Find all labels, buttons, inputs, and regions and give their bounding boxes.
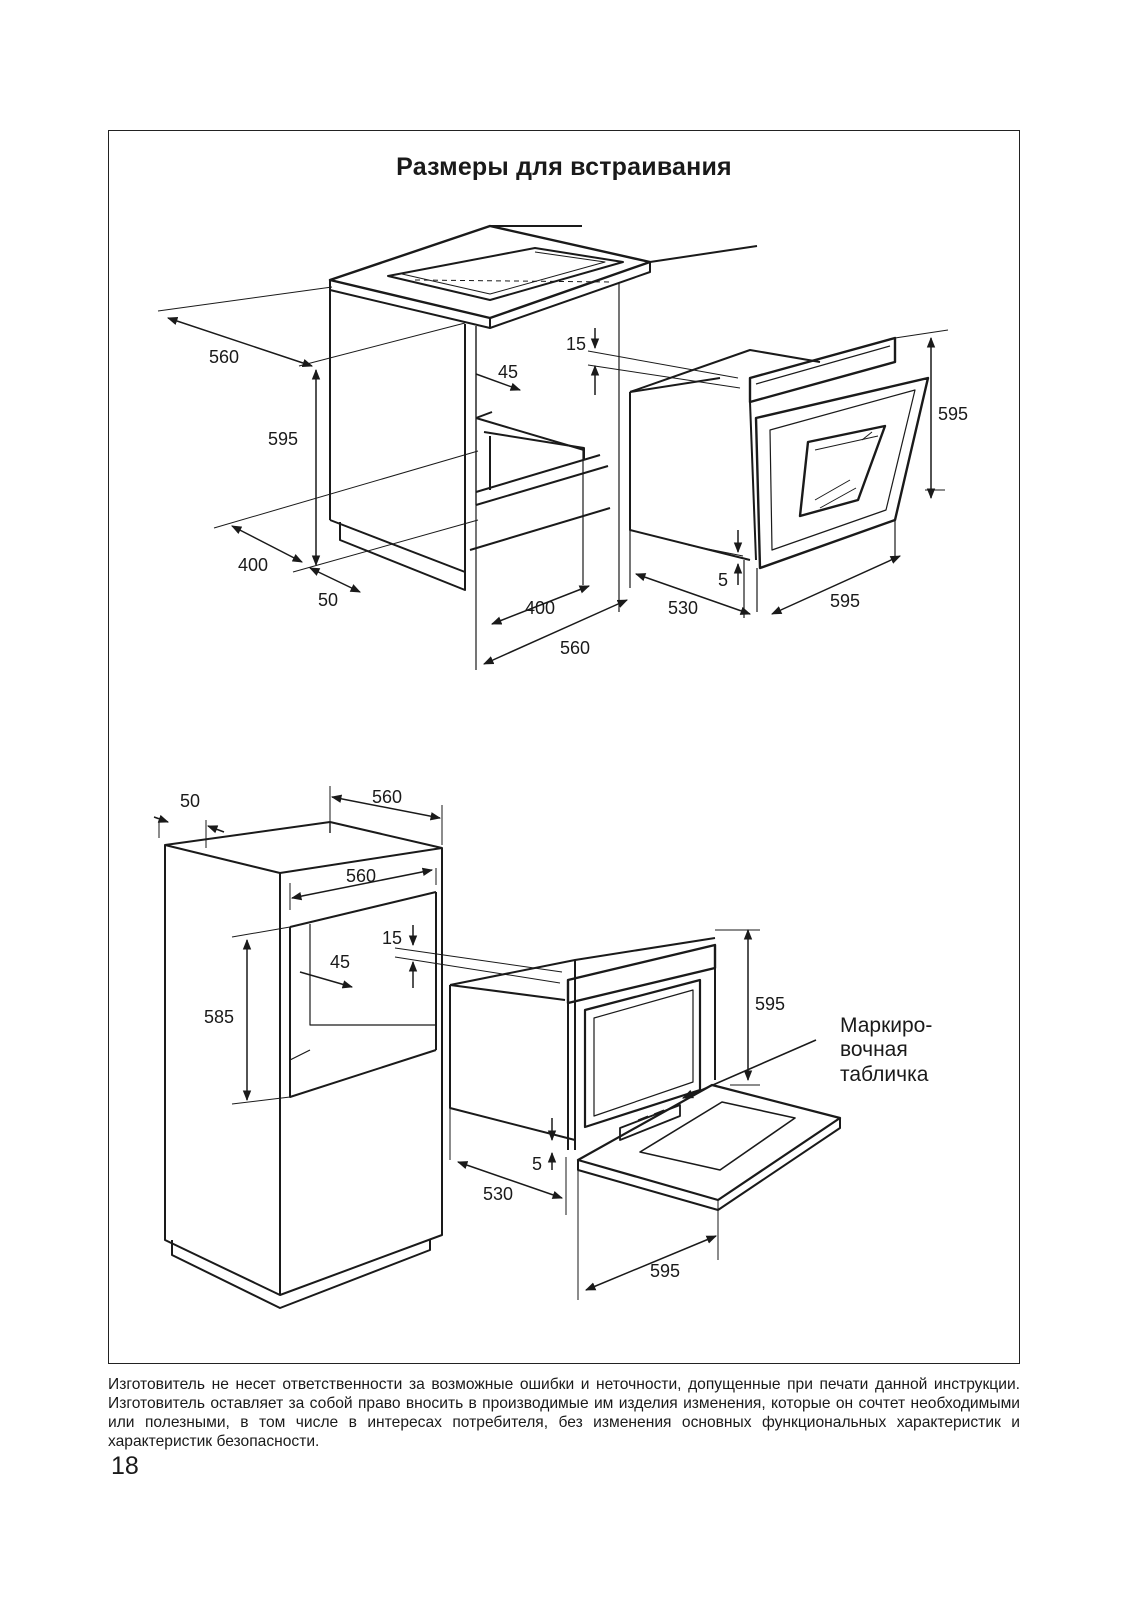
bottom-dimension-labels: 50 560 560 15 45 585 595 5 530 595: [180, 787, 785, 1281]
dim-400-bottom-label: 400: [525, 598, 555, 618]
dim-height-595-label: 595: [268, 429, 298, 449]
dim-15-label: 15: [566, 334, 586, 354]
figure-title: Размеры для встраивания: [396, 153, 732, 181]
dim-oven-width-595-label: 595: [650, 1261, 680, 1281]
dim-oven-width-595-label: 595: [830, 591, 860, 611]
disclaimer-text: Изготовитель не несет ответственности за…: [108, 1376, 1020, 1450]
dim-niche-height-585-label: 585: [204, 1007, 234, 1027]
dim-45-label: 45: [498, 362, 518, 382]
dim-oven-height-595-label: 595: [755, 994, 785, 1014]
dim-5-label: 5: [532, 1154, 542, 1174]
dim-530-label: 530: [483, 1184, 513, 1204]
dim-560-bottom-label: 560: [560, 638, 590, 658]
dim-400-label: 400: [238, 555, 268, 575]
top-dimension-lines: [167, 317, 936, 665]
rating-plate-label-line-3: табличка: [840, 1063, 929, 1086]
rating-plate-label-line-2: вочная: [840, 1038, 908, 1061]
top-cabinet-drawing: [157, 224, 758, 670]
top-dimension-labels: 560 595 45 15 595 400 50 400 560 530 5 5…: [209, 334, 968, 658]
dim-560-inner-label: 560: [346, 866, 376, 886]
figure-frame: Размеры для встраивания: [108, 130, 1020, 1364]
dim-15-label: 15: [382, 928, 402, 948]
dim-depth-560-label: 560: [209, 347, 239, 367]
bottom-oven-drawing: [394, 929, 842, 1300]
top-oven-drawing: [587, 329, 949, 618]
dim-5-label: 5: [718, 570, 728, 590]
dim-560-top-label: 560: [372, 787, 402, 807]
dim-50-label: 50: [318, 590, 338, 610]
dim-530-label: 530: [668, 598, 698, 618]
rating-plate-label-line-1: Маркиро-: [840, 1014, 932, 1037]
dim-45-label: 45: [330, 952, 350, 972]
page-number: 18: [111, 1452, 139, 1480]
bottom-cabinet-drawing: [158, 786, 443, 1309]
dim-50-label: 50: [180, 791, 200, 811]
bottom-dimension-lines: [153, 794, 753, 1291]
dim-oven-height-595-label: 595: [938, 404, 968, 424]
rating-plate-label: Маркиро- вочная табличка: [840, 1014, 932, 1086]
